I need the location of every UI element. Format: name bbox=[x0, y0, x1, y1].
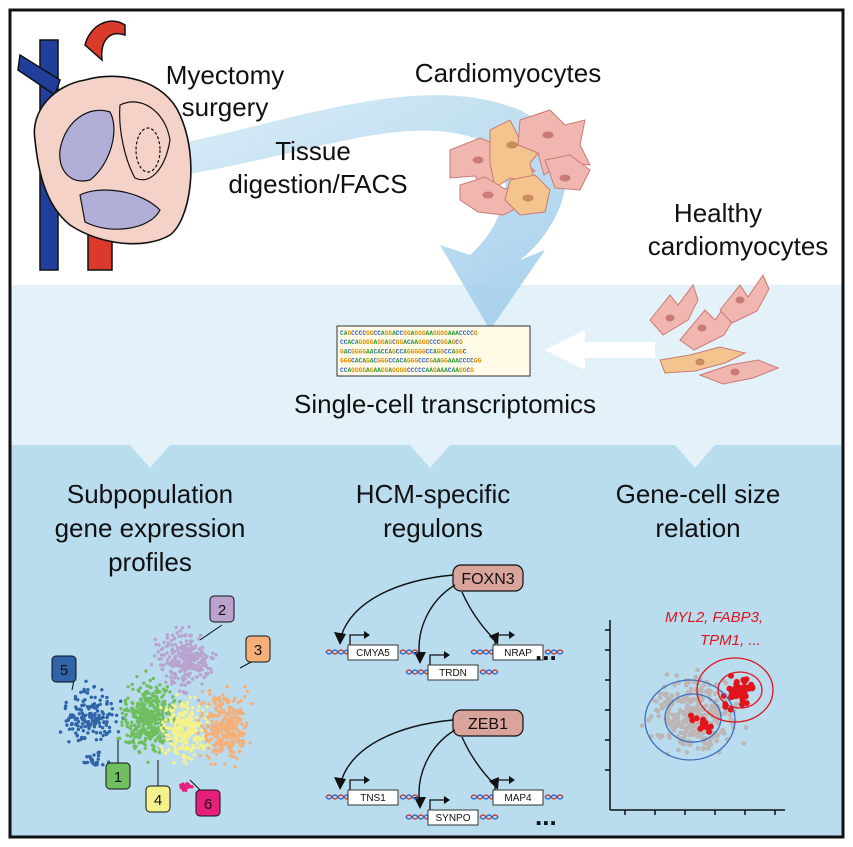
regulon-zeb1: ZEB1 bbox=[334, 709, 524, 809]
cluster-1-label: 1 bbox=[114, 769, 122, 786]
target-gene-label: NRAP bbox=[504, 648, 532, 659]
highlight-genes-line-2: TPM1, ... bbox=[700, 632, 761, 649]
cluster-6-label: 6 bbox=[204, 796, 212, 813]
healthy-label-2: cardiomyocytes bbox=[648, 231, 829, 261]
highlight-genes-line-1: MYL2, FABP3, bbox=[665, 609, 763, 626]
panel1-heading-1: Subpopulation bbox=[67, 479, 233, 509]
myectomy-label-2: surgery bbox=[182, 92, 269, 122]
tf-zeb1-label: ZEB1 bbox=[468, 716, 508, 733]
regulon-1-ellipsis: ... bbox=[535, 636, 557, 666]
sequence-row: CCACAGGGGAGGAGCGGACAAGGGCCCGGAGCG bbox=[340, 339, 463, 346]
cluster-labels: 5 2 3 1 4 6 bbox=[51, 595, 271, 817]
sequence-row: GACGGGGAACACCAGCCAGGGGGCCAGGCCAGGC bbox=[340, 348, 467, 355]
tissue-label-1: Tissue bbox=[275, 136, 351, 166]
panel1-heading-3: profiles bbox=[108, 547, 192, 577]
target-gene-label: CMYA5 bbox=[356, 648, 390, 659]
sequence-row: CAGCCCCGGCCAGGACCGGAGGGAAGGGGAAACCCCG bbox=[340, 330, 478, 337]
regulon-2-ellipsis: ... bbox=[535, 801, 557, 831]
target-gene-trdn: TRDN bbox=[405, 651, 499, 681]
target-gene-tns1: TNS1 bbox=[325, 776, 419, 806]
target-gene-nrap: NRAP bbox=[470, 631, 564, 661]
cluster-embedding-plot bbox=[58, 625, 254, 792]
target-gene-label: TNS1 bbox=[360, 793, 386, 804]
heart-illustration bbox=[17, 20, 192, 271]
regulon-foxn3: FOXN3 bbox=[334, 564, 524, 664]
target-gene-cmya5: CMYA5 bbox=[325, 631, 419, 661]
diseased-cardiomyocytes bbox=[449, 109, 591, 216]
flow-arrow bbox=[150, 95, 567, 330]
sequence-row: GGGCACAGACGGGCCACAGGGCCCGAAGGAAACCCCGG bbox=[340, 358, 482, 365]
myectomy-label-1: Myectomy bbox=[166, 60, 284, 90]
tissue-label-2: digestion/FACS bbox=[228, 169, 407, 199]
cluster-5-label: 5 bbox=[60, 662, 68, 679]
healthy-arrow bbox=[545, 330, 655, 370]
target-gene-label: MAP4 bbox=[504, 793, 532, 804]
panel3-heading-1: Gene-cell size bbox=[616, 479, 781, 509]
target-gene-label: SYNPO bbox=[435, 813, 470, 824]
panel1-heading-2: gene expression bbox=[55, 513, 246, 543]
healthy-label-1: Healthy bbox=[674, 198, 762, 228]
healthy-cardiomyocytes bbox=[649, 273, 780, 385]
cardiomyocytes-label: Cardiomyocytes bbox=[415, 58, 601, 88]
analysis-band bbox=[10, 445, 843, 837]
tf-foxn3-label: FOXN3 bbox=[461, 571, 514, 588]
target-gene-map4: MAP4 bbox=[470, 776, 564, 806]
panel2-heading-2: regulons bbox=[383, 513, 483, 543]
cluster-4-label: 4 bbox=[154, 792, 162, 809]
sct-label: Single-cell transcriptomics bbox=[294, 389, 596, 419]
cluster-2-label: 2 bbox=[218, 602, 226, 619]
cell-size-scatter: MYL2, FABP3, TPM1, ... bbox=[605, 609, 785, 815]
target-gene-label: TRDN bbox=[439, 668, 467, 679]
panel3-heading-2: relation bbox=[655, 513, 740, 543]
sequence-row: CCAGGGGAGAAGGAGGGGCCCCCAAGAAACAAGGCG bbox=[340, 367, 474, 374]
target-gene-synpo: SYNPO bbox=[405, 796, 499, 826]
cluster-3-label: 3 bbox=[254, 642, 262, 659]
panel2-heading-1: HCM-specific bbox=[356, 479, 511, 509]
sequence-block: CAGCCCCGGCCAGGACCGGAGGGAAGGGGAAACCCCG CCA… bbox=[336, 325, 531, 377]
figure-frame bbox=[8, 8, 845, 839]
